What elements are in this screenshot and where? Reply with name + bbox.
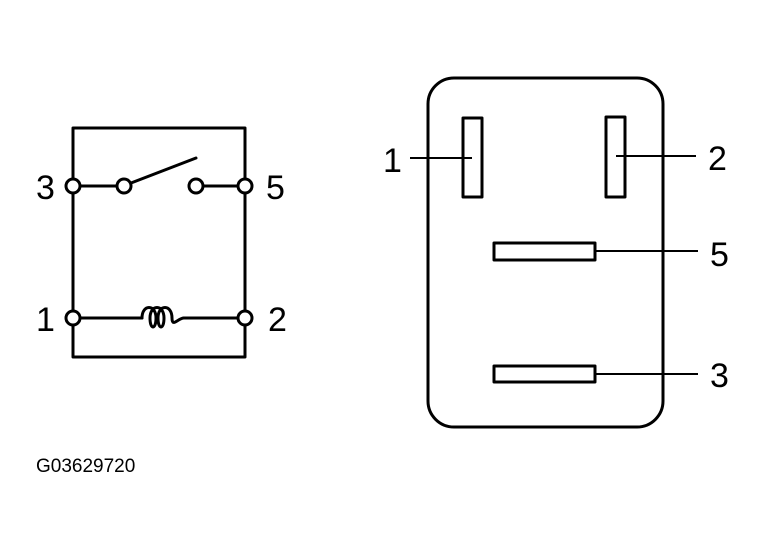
schematic-label-2: 2	[268, 301, 287, 339]
switch-blade	[129, 156, 198, 185]
schematic-box	[71, 126, 247, 359]
terminal-2	[236, 309, 254, 327]
blade-3	[492, 364, 597, 384]
switch-contact-moving	[115, 177, 133, 195]
connector-label-1: 1	[383, 142, 402, 180]
schematic-label-3: 3	[36, 169, 55, 207]
blade-5	[492, 241, 597, 262]
connector-label-3: 3	[710, 357, 729, 395]
switch-contact-fixed	[187, 177, 205, 195]
schematic-label-1: 1	[36, 301, 55, 339]
terminal-5	[236, 177, 254, 195]
relay-connector: 1 2 5 3	[383, 76, 729, 429]
coil-icon	[140, 306, 186, 329]
schematic-label-5: 5	[266, 169, 285, 207]
figure-code: G03629720	[36, 456, 135, 477]
connector-label-2: 2	[708, 140, 727, 178]
terminal-1	[64, 309, 82, 327]
relay-schematic: 3 5 1 2	[36, 126, 287, 359]
terminal-3	[64, 177, 82, 195]
connector-housing	[426, 76, 665, 429]
connector-label-5: 5	[710, 236, 729, 274]
